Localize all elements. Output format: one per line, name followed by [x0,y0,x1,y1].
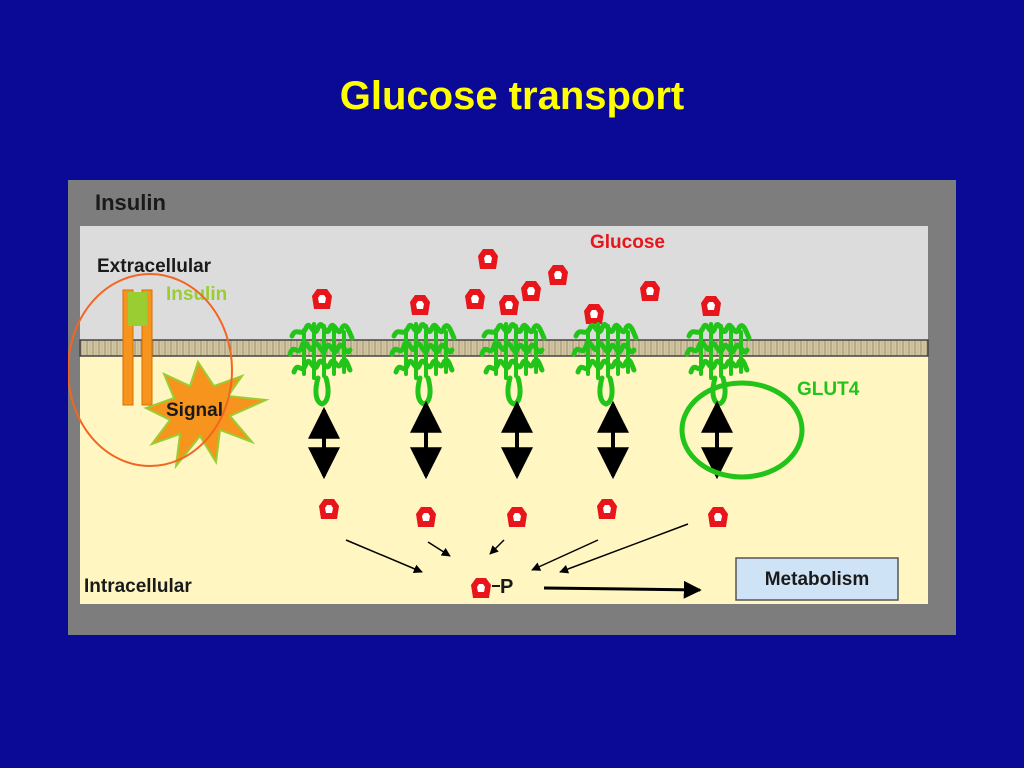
intracellular-label: Intracellular [84,576,192,597]
glucose-molecule [597,499,617,519]
glucose-molecule [548,265,568,285]
glucose-molecule [416,507,436,527]
glucose-transport-diagram: Insulin Extracellular Insulin Glucose GL… [68,180,956,635]
transport-arrows [308,400,733,480]
signal-label: Signal [166,400,223,421]
insulin-header-label: Insulin [95,190,166,215]
glucose-molecule [465,289,485,309]
insulin-label: Insulin [166,284,227,305]
receptor-highlight-circle [68,273,233,467]
glucose-molecule [471,578,491,598]
glucose-molecule [640,281,660,301]
glucose-molecule [507,507,527,527]
extracellular-label: Extracellular [97,256,212,277]
insulin-molecule [128,292,147,326]
glucose-molecule [410,295,430,315]
glucose-molecule [521,281,541,301]
metabolism-label: Metabolism [765,569,870,590]
glucose-molecule [584,304,604,324]
glucose-molecule [478,249,498,269]
extracellular-region [80,226,928,340]
phosphorylation-arrows [345,523,689,574]
glucose-label: Glucose [590,232,665,253]
phosphate-label: P [500,576,513,598]
glucose-molecule [701,296,721,316]
glucose-molecule [312,289,332,309]
glucose-molecule [708,507,728,527]
insulin-receptor [122,289,153,406]
metabolism-arrow [543,580,702,599]
glut4-label: GLUT4 [797,379,860,400]
glut4-highlight-circle [679,380,805,480]
glucose-molecule [499,295,519,315]
glucose-molecule [319,499,339,519]
slide-title: Glucose transport [339,74,685,118]
metabolism-box: Metabolism [735,557,899,601]
glucose-6-phosphate: P [471,576,513,598]
